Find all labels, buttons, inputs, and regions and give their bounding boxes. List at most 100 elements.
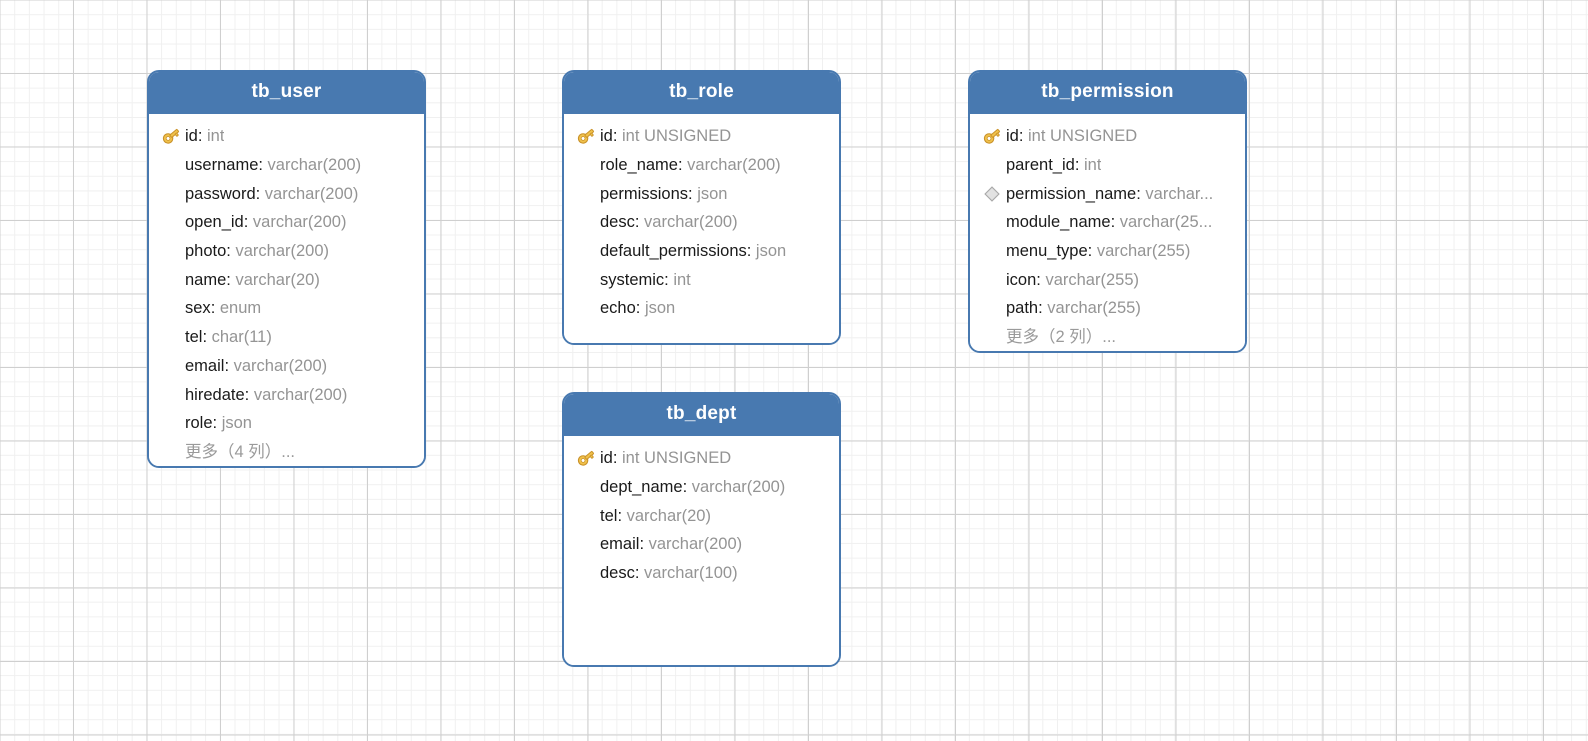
field-row[interactable]: desc: varchar(100) xyxy=(564,559,839,588)
field-separator: : xyxy=(202,328,212,347)
field-row[interactable]: module_name: varchar(25... xyxy=(970,208,1245,237)
entity-field-list-tb_role: id: int UNSIGNED role_name: varchar(200) p… xyxy=(564,114,839,343)
more-columns-label: 更多（4 列）... xyxy=(185,442,296,461)
field-icon-placeholder xyxy=(157,184,185,204)
more-columns-row[interactable]: 更多（4 列）... xyxy=(149,438,424,466)
field-type: int xyxy=(673,270,691,289)
field-icon-placeholder xyxy=(157,385,185,405)
primary-key-icon xyxy=(572,126,600,146)
field-row[interactable]: role_name: varchar(200) xyxy=(564,151,839,180)
field-name: icon xyxy=(1006,270,1037,289)
field-row[interactable]: systemic: int xyxy=(564,265,839,294)
field-row[interactable]: role: json xyxy=(149,409,424,438)
field-type: int UNSIGNED xyxy=(622,127,732,146)
field-row[interactable]: id: int UNSIGNED xyxy=(970,122,1245,151)
field-row[interactable]: tel: char(11) xyxy=(149,323,424,352)
field-separator: : xyxy=(634,213,645,232)
field-separator: : xyxy=(1136,184,1146,203)
field-separator: : xyxy=(1038,299,1048,318)
field-row[interactable]: parent_id: int xyxy=(970,151,1245,180)
field-separator: : xyxy=(746,242,756,261)
more-columns-row[interactable]: 更多（2 列）... xyxy=(970,323,1245,351)
field-separator: : xyxy=(226,242,236,261)
field-row[interactable]: id: int UNSIGNED xyxy=(564,122,839,151)
field-row[interactable]: sex: enum xyxy=(149,294,424,323)
field-row[interactable]: desc: varchar(200) xyxy=(564,208,839,237)
field-type: varchar(200) xyxy=(264,184,359,203)
field-type: int xyxy=(207,127,225,146)
field-name: tel xyxy=(185,328,203,347)
field-row[interactable]: id: int xyxy=(149,122,424,151)
field-label: sex: enum xyxy=(185,298,261,318)
field-separator: : xyxy=(1087,242,1097,261)
field-label: tel: char(11) xyxy=(185,327,272,347)
field-row[interactable]: default_permissions: json xyxy=(564,237,839,266)
field-row[interactable]: id: int UNSIGNED xyxy=(564,444,839,473)
field-row[interactable]: photo: varchar(200) xyxy=(149,237,424,266)
field-row[interactable]: echo: json xyxy=(564,294,839,323)
field-type: int xyxy=(1083,156,1102,175)
field-separator: : xyxy=(617,506,627,525)
field-label: photo: varchar(200) xyxy=(185,241,329,261)
field-name: sex xyxy=(185,299,211,318)
field-label: id: int UNSIGNED xyxy=(600,126,731,146)
field-name: echo xyxy=(600,299,636,318)
field-separator: : xyxy=(682,478,692,497)
entity-title-tb_dept[interactable]: tb_dept xyxy=(564,394,839,436)
entity-title-tb_role[interactable]: tb_role xyxy=(564,72,839,114)
field-row[interactable]: username: varchar(200) xyxy=(149,151,424,180)
field-label: permissions: json xyxy=(600,184,727,204)
field-label: email: varchar(200) xyxy=(185,356,327,376)
field-separator: : xyxy=(243,213,253,232)
index-key-icon xyxy=(978,184,1006,204)
field-label: tel: varchar(20) xyxy=(600,506,711,526)
field-separator: : xyxy=(688,184,698,203)
field-icon-placeholder xyxy=(572,270,600,290)
field-row[interactable]: tel: varchar(20) xyxy=(564,501,839,530)
field-row[interactable]: permission_name: varchar... xyxy=(970,179,1245,208)
field-row[interactable]: password: varchar(200) xyxy=(149,179,424,208)
field-separator: : xyxy=(1018,127,1029,146)
field-icon-placeholder xyxy=(157,270,185,290)
field-label: default_permissions: json xyxy=(600,241,786,261)
field-row[interactable]: email: varchar(200) xyxy=(564,530,839,559)
field-name: id xyxy=(600,127,613,146)
field-type: int UNSIGNED xyxy=(1028,127,1138,146)
field-icon-placeholder xyxy=(157,155,185,175)
field-name: hiredate xyxy=(185,385,245,404)
field-name: tel xyxy=(600,506,618,525)
field-row[interactable]: hiredate: varchar(200) xyxy=(149,380,424,409)
field-icon-placeholder xyxy=(572,155,600,175)
field-label: password: varchar(200) xyxy=(185,184,358,204)
field-label: echo: json xyxy=(600,298,675,318)
field-row[interactable]: path: varchar(255) xyxy=(970,294,1245,323)
field-type: varchar(20) xyxy=(235,270,320,289)
field-row[interactable]: icon: varchar(255) xyxy=(970,265,1245,294)
field-row[interactable]: open_id: varchar(200) xyxy=(149,208,424,237)
entity-title-tb_permission[interactable]: tb_permission xyxy=(970,72,1245,114)
entity-title-tb_user[interactable]: tb_user xyxy=(149,72,424,114)
field-type: varchar(255) xyxy=(1096,242,1191,261)
field-type: varchar(200) xyxy=(267,156,362,175)
field-label: email: varchar(200) xyxy=(600,534,742,554)
field-name: photo xyxy=(185,242,227,261)
field-row[interactable]: name: varchar(20) xyxy=(149,265,424,294)
field-row[interactable]: dept_name: varchar(200) xyxy=(564,473,839,502)
field-type: int UNSIGNED xyxy=(622,449,732,468)
field-separator: : xyxy=(1074,156,1084,175)
field-icon-placeholder xyxy=(572,563,600,583)
field-icon-placeholder xyxy=(157,212,185,232)
field-row[interactable]: menu_type: varchar(255) xyxy=(970,237,1245,266)
field-row[interactable]: permissions: json xyxy=(564,179,839,208)
field-row[interactable]: email: varchar(200) xyxy=(149,352,424,381)
field-type: char(11) xyxy=(211,328,272,347)
field-label: hiredate: varchar(200) xyxy=(185,385,347,405)
field-name: path xyxy=(1006,299,1039,318)
